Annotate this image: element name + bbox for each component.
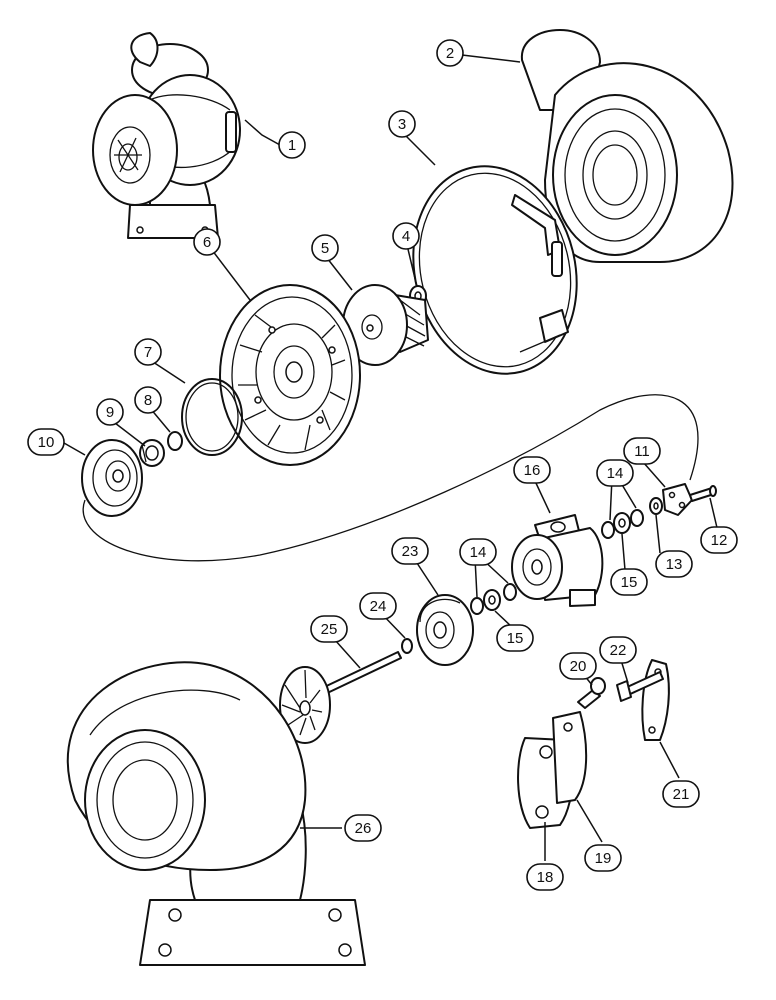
svg-text:21: 21 bbox=[673, 786, 690, 803]
part-2-compressor-housing bbox=[520, 29, 734, 263]
callout-5: 5 bbox=[311, 234, 339, 262]
callout-10: 10 bbox=[27, 428, 65, 456]
svg-text:24: 24 bbox=[370, 598, 387, 615]
part-14-ring-lower-a bbox=[470, 597, 484, 615]
svg-text:4: 4 bbox=[402, 228, 410, 245]
callout-14-lower: 14 bbox=[459, 538, 497, 566]
svg-text:7: 7 bbox=[144, 344, 152, 361]
callout-12: 12 bbox=[700, 526, 738, 554]
callout-18: 18 bbox=[526, 863, 564, 891]
part-16-bearing-housing bbox=[511, 514, 604, 607]
part-23-heat-shield bbox=[416, 594, 474, 666]
svg-text:14: 14 bbox=[470, 544, 487, 561]
part-7-o-ring bbox=[181, 378, 243, 456]
part-10-insert bbox=[81, 439, 143, 517]
callout-25: 25 bbox=[310, 615, 348, 643]
svg-text:6: 6 bbox=[203, 234, 211, 251]
callout-15-lower: 15 bbox=[496, 624, 534, 652]
part-20-bolt bbox=[577, 677, 606, 709]
svg-text:5: 5 bbox=[321, 240, 329, 257]
svg-text:12: 12 bbox=[711, 532, 728, 549]
svg-text:15: 15 bbox=[621, 574, 638, 591]
callout-14-upper: 14 bbox=[596, 459, 634, 487]
callout-24: 24 bbox=[359, 592, 397, 620]
svg-text:26: 26 bbox=[355, 820, 372, 837]
svg-text:20: 20 bbox=[570, 658, 587, 675]
callout-13: 13 bbox=[655, 550, 693, 578]
svg-text:8: 8 bbox=[144, 392, 152, 409]
leader-lines bbox=[63, 54, 719, 861]
part-25-turbine-wheel-shaft bbox=[279, 651, 402, 744]
svg-text:3: 3 bbox=[398, 116, 406, 133]
callout-1: 1 bbox=[278, 131, 306, 159]
part-12-screw bbox=[689, 485, 717, 502]
callout-2: 2 bbox=[436, 39, 464, 67]
svg-text:1: 1 bbox=[288, 137, 296, 154]
part-14-ring-upper-b bbox=[630, 509, 644, 527]
svg-text:19: 19 bbox=[595, 850, 612, 867]
callout-26: 26 bbox=[344, 814, 382, 842]
part-6-backplate bbox=[219, 284, 361, 466]
svg-text:13: 13 bbox=[666, 556, 683, 573]
part-24-piston-ring bbox=[401, 638, 413, 654]
callout-16: 16 bbox=[513, 456, 551, 484]
callout-15-upper: 15 bbox=[610, 568, 648, 596]
svg-text:18: 18 bbox=[537, 869, 554, 886]
connector-line bbox=[82, 394, 699, 562]
part-15-collar-lower bbox=[483, 589, 501, 611]
svg-text:25: 25 bbox=[321, 621, 338, 638]
part-1-turbocharger-assembly bbox=[92, 32, 241, 239]
callout-11: 11 bbox=[623, 437, 661, 465]
svg-text:16: 16 bbox=[524, 462, 541, 479]
svg-text:9: 9 bbox=[106, 404, 114, 421]
part-21-gasket bbox=[641, 659, 670, 741]
part-14-ring-upper-a bbox=[601, 521, 615, 539]
svg-text:15: 15 bbox=[507, 630, 524, 647]
part-9-sleeve bbox=[139, 439, 165, 467]
part-22-bolt bbox=[616, 671, 664, 702]
part-26-turbine-housing bbox=[66, 661, 366, 966]
part-15-collar-upper bbox=[613, 512, 631, 534]
svg-text:22: 22 bbox=[610, 642, 627, 659]
part-5-compressor-wheel bbox=[342, 284, 429, 366]
callout-8: 8 bbox=[134, 386, 162, 414]
callout-3: 3 bbox=[388, 110, 416, 138]
callout-22: 22 bbox=[599, 636, 637, 664]
svg-text:10: 10 bbox=[38, 434, 55, 451]
part-13-washer bbox=[649, 497, 663, 515]
part-11-thrust-plate bbox=[662, 483, 693, 516]
part-14-ring-lower-b bbox=[503, 583, 517, 601]
svg-text:2: 2 bbox=[446, 45, 454, 62]
callout-9: 9 bbox=[96, 398, 124, 426]
callout-4: 4 bbox=[392, 222, 420, 250]
callout-19: 19 bbox=[584, 844, 622, 872]
callout-20: 20 bbox=[559, 652, 597, 680]
svg-text:14: 14 bbox=[607, 465, 624, 482]
callout-6: 6 bbox=[193, 228, 221, 256]
part-19-bracket-rear bbox=[552, 711, 588, 804]
svg-text:23: 23 bbox=[402, 543, 419, 560]
callout-21: 21 bbox=[662, 780, 700, 808]
callout-7: 7 bbox=[134, 338, 162, 366]
callout-23: 23 bbox=[391, 537, 429, 565]
part-8-snap-ring bbox=[167, 431, 183, 451]
svg-text:11: 11 bbox=[634, 443, 650, 460]
